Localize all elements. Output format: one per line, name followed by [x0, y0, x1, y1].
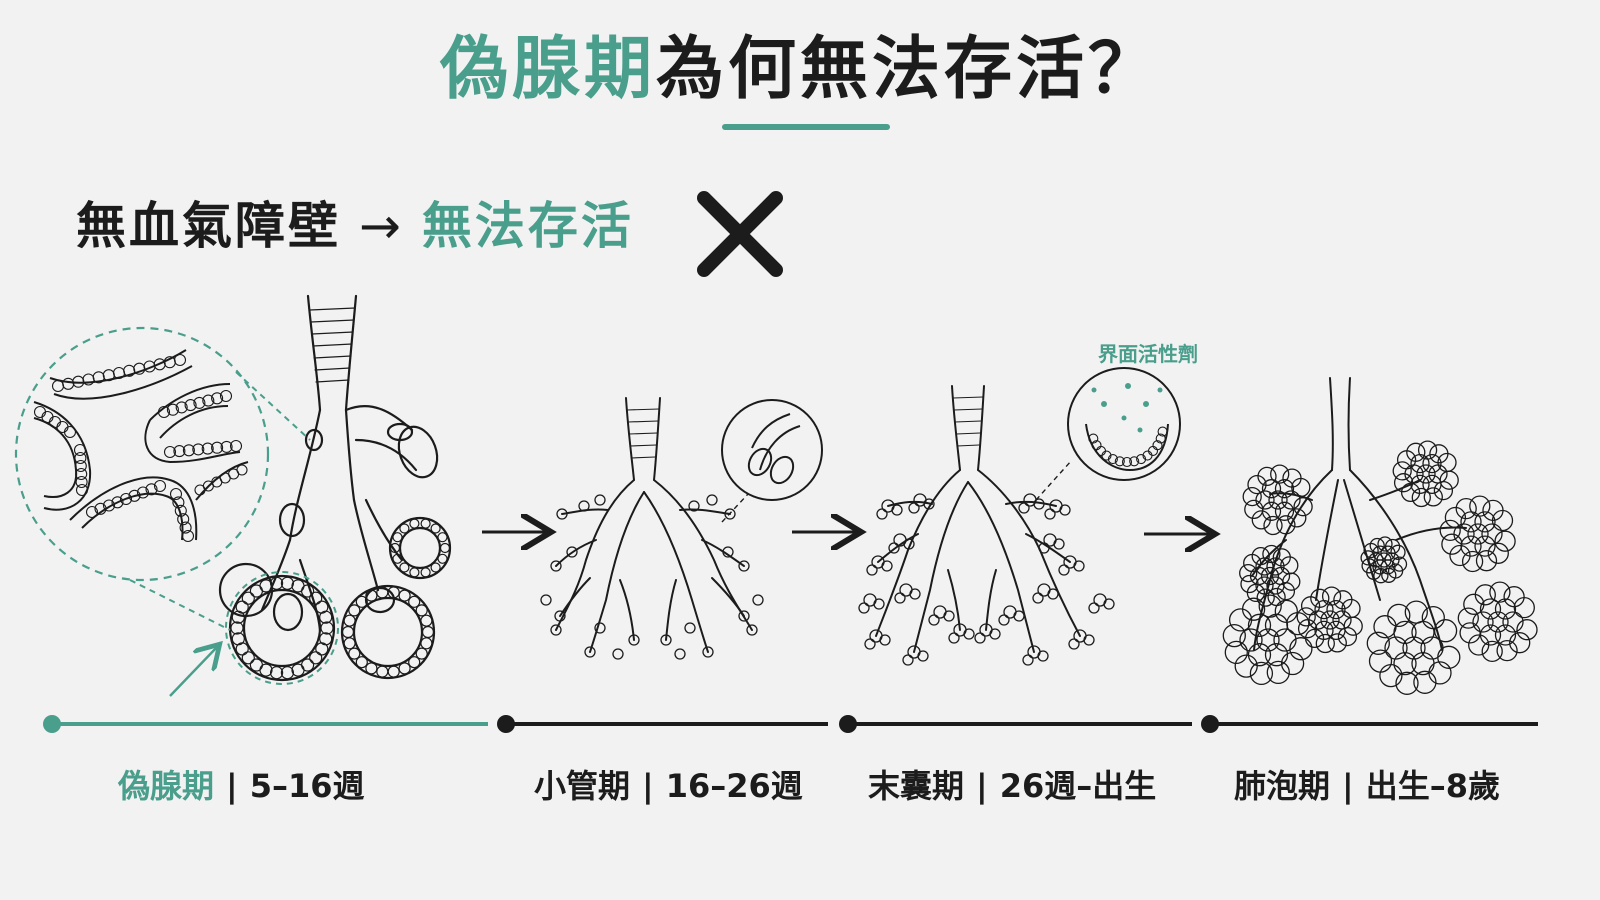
- stage-period: 26週–出生: [999, 767, 1157, 805]
- title-underline: [722, 124, 890, 130]
- stage-name: 肺泡期: [1234, 767, 1331, 805]
- timeline: [43, 715, 1538, 733]
- pseudoglandular-zoom-inset: [14, 326, 339, 685]
- subtitle-arrow: →: [359, 197, 404, 255]
- alveolar-illustration: [1251, 377, 1467, 651]
- title-highlight: 偽腺期: [439, 30, 656, 109]
- stage-name: 小管期: [534, 767, 631, 805]
- title-rest: 為何無法存活？: [656, 30, 1161, 109]
- pseudoglandular-illustration: [218, 294, 452, 682]
- stage-period: 16–26週: [665, 767, 803, 805]
- stage-separator: |: [976, 767, 988, 805]
- epithelial-cells: [230, 518, 451, 680]
- subtitle-cause: 無血氣障壁: [76, 197, 341, 255]
- canalicular-illustration: [555, 397, 753, 653]
- stage-separator: |: [642, 767, 654, 805]
- surfactant-label: 界面活性劑: [1098, 342, 1198, 366]
- stage-label-saccular: 末囊期 | 26週–出生: [868, 766, 1156, 806]
- cross-icon: [697, 191, 783, 277]
- saccular-illustration: [875, 385, 1081, 653]
- saccular-zoom-inset: [1035, 367, 1181, 501]
- stage-separator: |: [226, 767, 238, 805]
- subtitle: 無血氣障壁 → 無法存活: [76, 194, 634, 258]
- stage-period: 出生–8歲: [1365, 767, 1500, 805]
- stage-name: 偽腺期: [118, 767, 215, 805]
- stage-period: 5–16週: [249, 767, 365, 805]
- page-title: 偽腺期為何無法存活？: [0, 28, 1600, 112]
- stage-label-pseudoglandular: 偽腺期 | 5–16週: [118, 766, 365, 806]
- stage-name: 末囊期: [868, 767, 965, 805]
- pointer-arrow: [169, 646, 218, 697]
- canalicular-zoom-inset: [721, 399, 823, 523]
- subtitle-result: 無法存活: [421, 197, 634, 255]
- stage-label-alveolar: 肺泡期 | 出生–8歲: [1234, 766, 1500, 806]
- stage-separator: |: [1342, 767, 1354, 805]
- stage-label-canalicular: 小管期 | 16–26週: [534, 766, 803, 806]
